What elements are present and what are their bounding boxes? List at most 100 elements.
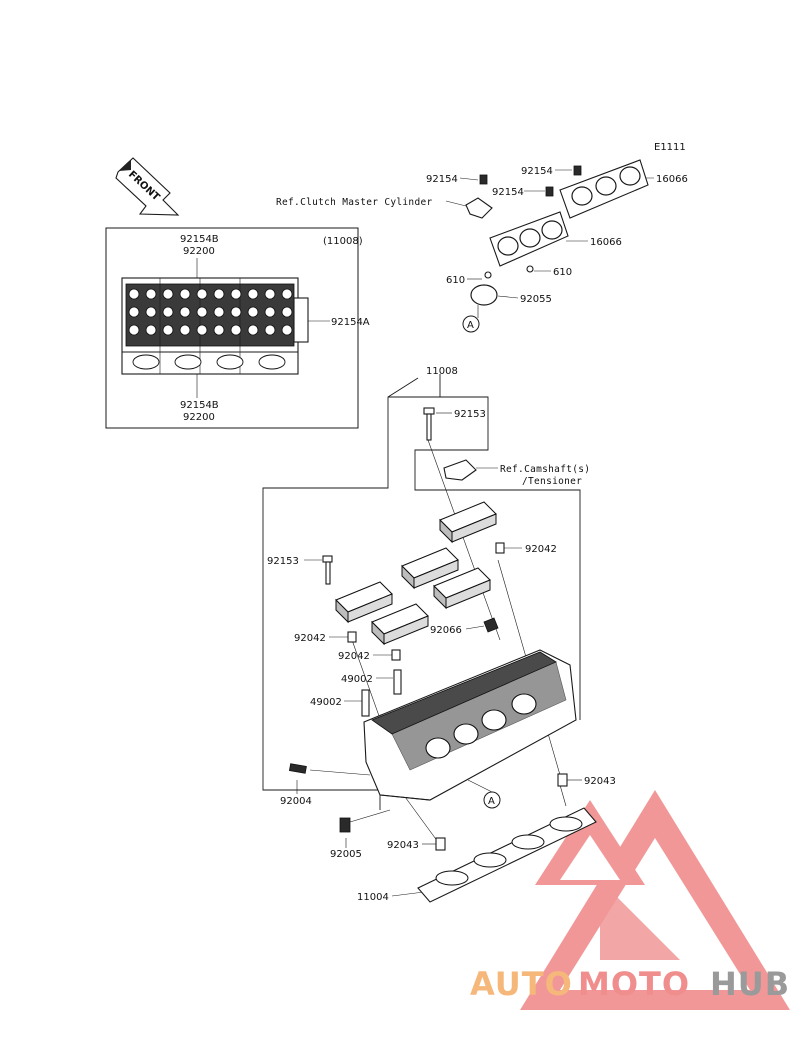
dowel-92042-right <box>495 542 505 554</box>
camshaft-cap <box>335 581 393 624</box>
label-ref-clutch-master: Ref.Clutch Master Cylinder <box>276 197 433 208</box>
inset-bolt <box>162 324 174 336</box>
camshaft-cap <box>433 567 491 610</box>
head-gasket-11004 <box>417 807 597 903</box>
inset-bolt <box>179 324 191 336</box>
inset-bolt <box>145 288 157 300</box>
inset-label-92154b-bottom: 92154B <box>180 400 219 411</box>
inset-bolt <box>145 306 157 318</box>
watermark-logo <box>520 790 790 1010</box>
inset-bolt <box>230 324 242 336</box>
intake-area: 92154 Ref.Clutch Master Cylinder 92154 9… <box>276 159 688 333</box>
clamp-610-left <box>484 271 492 279</box>
inset-bolt <box>162 306 174 318</box>
head-area: 11008 92153 Ref.Camshaft(s) /Tensioner 9… <box>262 366 616 903</box>
pin-49002-top <box>393 669 402 695</box>
inset-label-92200-bottom: 92200 <box>183 412 215 423</box>
inset-bolt <box>264 288 276 300</box>
inset-port <box>132 354 160 370</box>
inset-bolt <box>213 306 225 318</box>
label-92154-top: 92154 <box>521 166 553 177</box>
label-11004: 11004 <box>357 892 389 903</box>
camshaft-cap <box>439 501 497 544</box>
label-11008: 11008 <box>426 366 458 377</box>
label-92043-left: 92043 <box>387 840 419 851</box>
label-16066-mid: 16066 <box>590 237 622 248</box>
label-92154-mid: 92154 <box>492 187 524 198</box>
inset-bolt <box>128 306 140 318</box>
inset-bolt <box>247 324 259 336</box>
label-92154-left: 92154 <box>426 174 458 185</box>
watermark-text: AUTO MOTO HUB <box>470 965 790 1003</box>
head-port <box>425 737 451 759</box>
label-92066: 92066 <box>430 625 462 636</box>
holder-16066-lower <box>489 211 569 267</box>
inset-bolt <box>230 288 242 300</box>
gasket-bore <box>549 816 583 832</box>
label-92153-top: 92153 <box>454 409 486 420</box>
inset-bolt <box>281 306 293 318</box>
camshaft-caps <box>335 501 497 646</box>
head-port <box>481 709 507 731</box>
bolt-92153-top <box>423 407 435 441</box>
label-92153-left: 92153 <box>267 556 299 567</box>
dowel-92042-mid <box>391 649 401 661</box>
inset-label-92200-top: 92200 <box>183 246 215 257</box>
bolt-92153-left <box>322 555 333 585</box>
inset-port <box>174 354 202 370</box>
gasket-bore <box>435 870 469 886</box>
inset-assembly-ref: (11008) <box>323 236 363 247</box>
inset-bolt <box>213 324 225 336</box>
front-direction-arrow: FRONT <box>115 157 180 216</box>
gasket-bore <box>511 834 545 850</box>
label-92005: 92005 <box>330 849 362 860</box>
head-port <box>453 723 479 745</box>
plug-92066 <box>483 617 499 633</box>
inset-bolt <box>247 306 259 318</box>
pin-49002-left <box>361 689 370 717</box>
head-port <box>511 693 537 715</box>
dowel-92043-left <box>435 837 446 851</box>
ref-a-circle-mid <box>483 791 501 809</box>
inset-port <box>258 354 286 370</box>
label-49002-top: 49002 <box>341 674 373 685</box>
inset-label-92154b-top: 92154B <box>180 234 219 245</box>
gasket-bore <box>473 852 507 868</box>
inset-bolt <box>247 288 259 300</box>
label-16066-top: 16066 <box>656 174 688 185</box>
bolt-92154-left <box>479 174 488 185</box>
ref-a-label-mid: A <box>488 796 495 807</box>
ref-a-label-top: A <box>467 320 474 331</box>
camshaft-cap <box>371 603 429 646</box>
camshaft-tensioner-bracket <box>443 459 477 481</box>
watermark-moto: MOTO <box>578 965 690 1003</box>
inset-bolt <box>196 306 208 318</box>
inset-bolt <box>196 288 208 300</box>
inset-port <box>216 354 244 370</box>
inset-bolt <box>281 288 293 300</box>
inset-bolt <box>281 324 293 336</box>
label-92042-left: 92042 <box>294 633 326 644</box>
inset-bolt <box>264 306 276 318</box>
inset-bolt <box>128 288 140 300</box>
inset-bolt <box>128 324 140 336</box>
ref-a-circle-top <box>462 315 480 333</box>
watermark-hub: HUB <box>710 965 790 1003</box>
inset-bolt <box>179 288 191 300</box>
label-610-left: 610 <box>446 275 465 286</box>
inset-bolt <box>264 324 276 336</box>
inset-bolt <box>179 306 191 318</box>
label-49002-left: 49002 <box>310 697 342 708</box>
holder-16066-upper <box>559 159 649 219</box>
bolt-92154-mid <box>545 186 554 197</box>
label-92004: 92004 <box>280 796 312 807</box>
inset-bolt <box>213 288 225 300</box>
label-610-right: 610 <box>553 267 572 278</box>
inset-label-92154a: 92154A <box>331 317 370 328</box>
bolt-92154-top <box>573 165 582 176</box>
stud-92004 <box>288 763 307 774</box>
o-ring-92055 <box>470 284 498 306</box>
label-92055: 92055 <box>520 294 552 305</box>
inset-bolt <box>162 288 174 300</box>
